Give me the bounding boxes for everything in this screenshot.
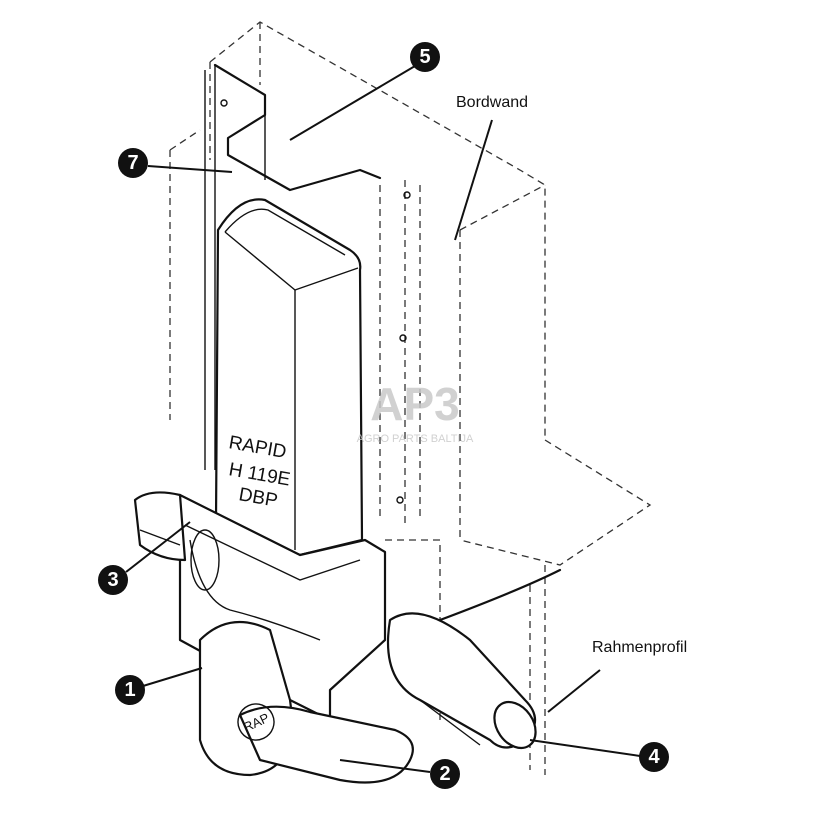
callout-4: 4	[529, 739, 669, 772]
pin-left	[133, 491, 187, 562]
lock-housing: RAPID H 119E DBP	[214, 198, 364, 557]
watermark: AP3 AGRO PARTS BALTIJA	[357, 378, 474, 445]
callout-7: 7	[118, 148, 233, 178]
label-bordwand: Bordwand	[456, 94, 528, 111]
svg-text:5: 5	[419, 46, 430, 68]
leader-bordwand	[454, 119, 493, 241]
callout-5: 5	[289, 42, 440, 141]
svg-text:4: 4	[648, 746, 660, 768]
rivet-icon	[399, 334, 407, 342]
rivet-icon	[403, 191, 411, 199]
watermark-text: AGRO PARTS BALTIJA	[357, 433, 474, 445]
callout-marker	[98, 565, 128, 595]
svg-text:3: 3	[107, 569, 118, 591]
svg-text:2: 2	[439, 763, 450, 785]
z-profile-bracket	[204, 63, 411, 504]
callout-marker	[118, 148, 148, 178]
rivet-icon	[396, 496, 404, 504]
leader-rahmenprofil	[547, 669, 601, 713]
callout-2: 2	[339, 759, 460, 789]
svg-text:7: 7	[127, 152, 138, 174]
callout-marker	[430, 759, 460, 789]
label-rahmenprofil: Rahmenprofil	[592, 639, 687, 656]
callout-marker	[115, 675, 145, 705]
callout-marker	[639, 742, 669, 772]
rivet-icon	[220, 99, 228, 107]
callout-marker	[410, 42, 440, 72]
callout-3: 3	[98, 521, 191, 595]
side-wall-outline	[169, 21, 652, 775]
pivot-shaft	[386, 568, 562, 750]
watermark-logo: AP3	[370, 378, 459, 430]
callout-1-number: 1	[124, 679, 135, 701]
callout-1: 1	[115, 667, 203, 705]
